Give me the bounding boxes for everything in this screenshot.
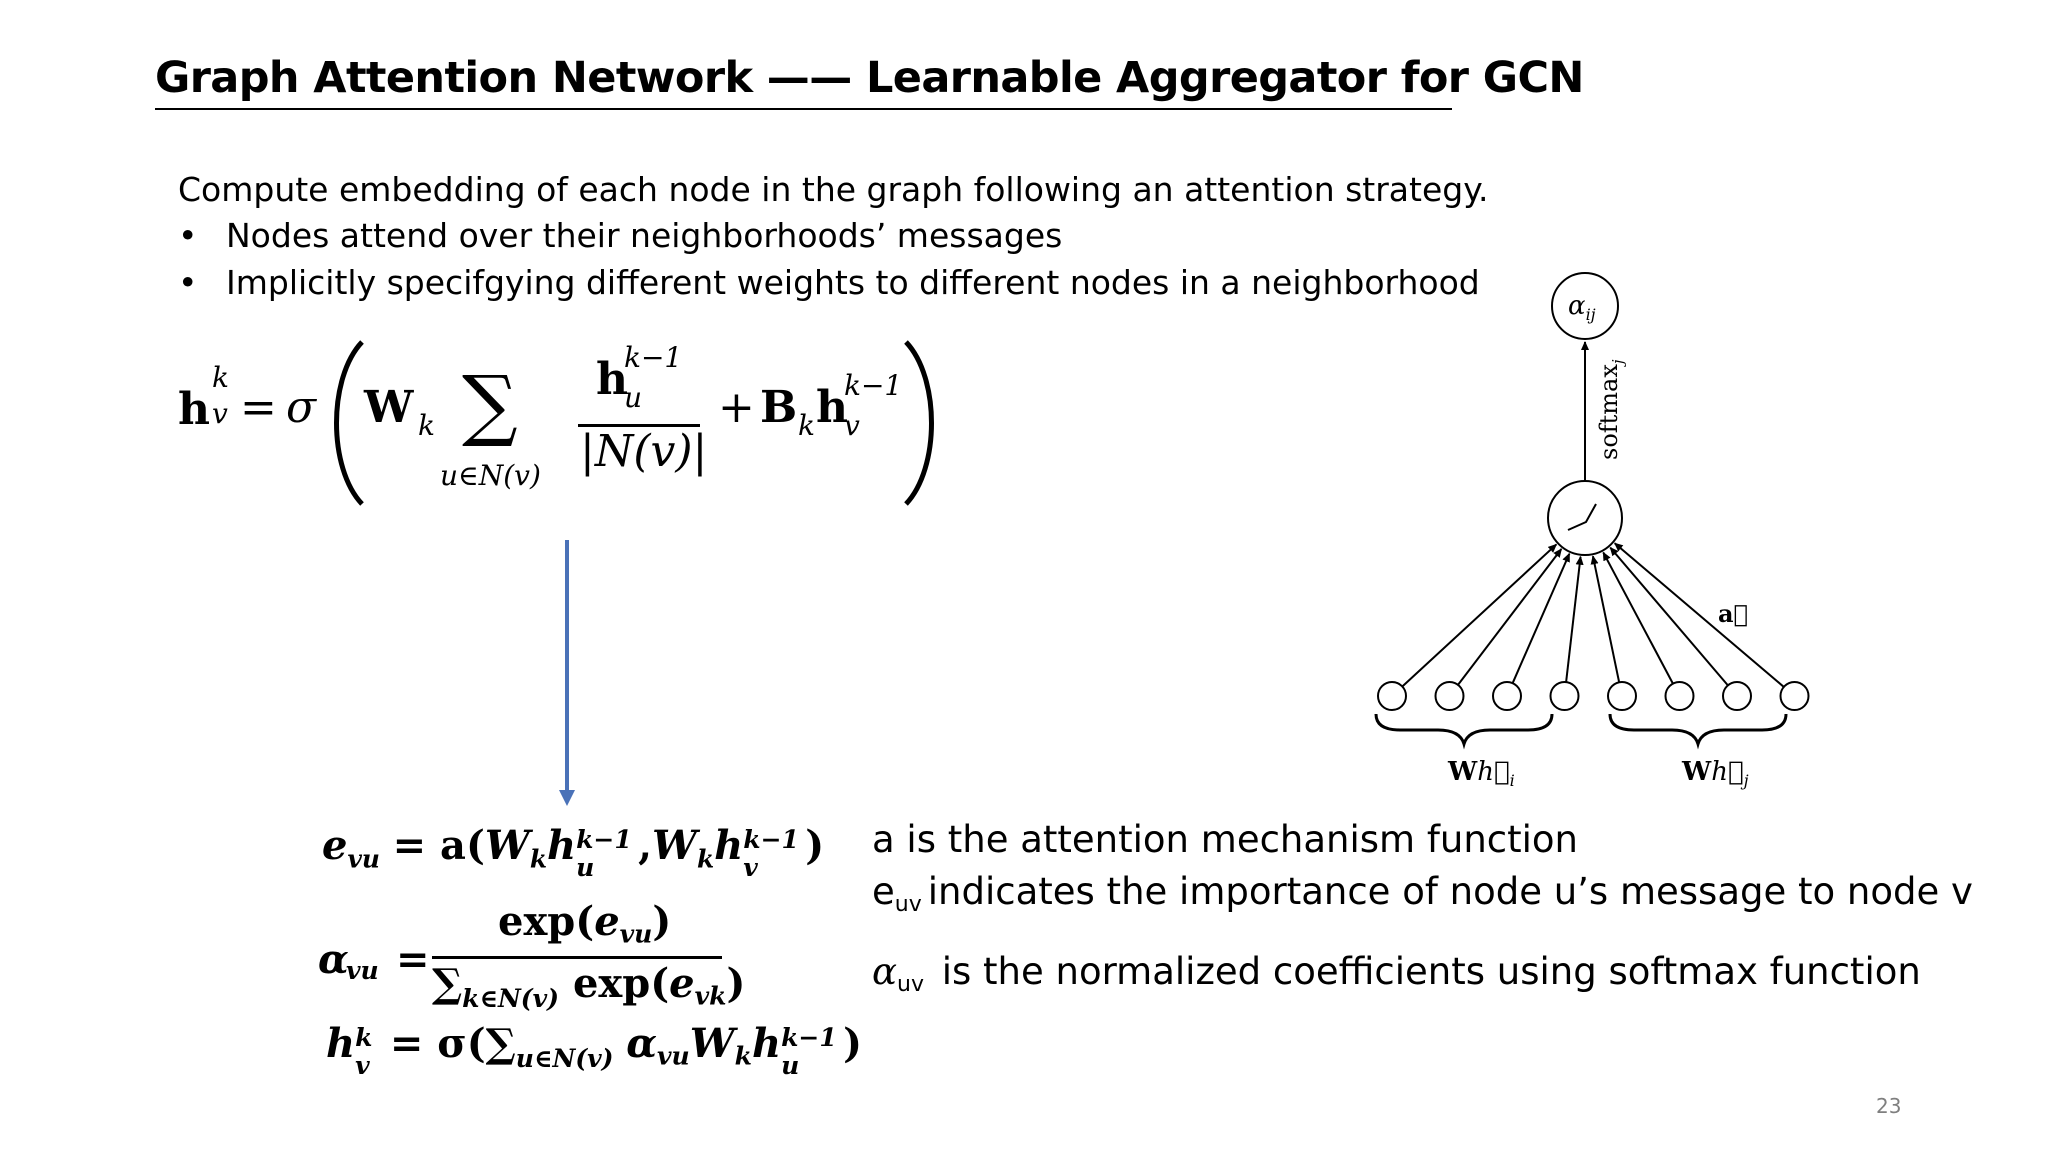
alpha-denominator: ∑k∈N(v) exp(evk) [432, 960, 746, 1013]
input-node [1492, 681, 1522, 711]
attention-vector-label: a⃗ [1718, 599, 1748, 628]
right-brace [1608, 713, 1788, 750]
fraction-bar [578, 424, 700, 427]
input-node [1549, 681, 1580, 711]
input-edge [1590, 555, 1621, 683]
left-paren [334, 340, 364, 506]
left-group-label: Wh⃗i [1447, 757, 1515, 790]
bullet-item: Implicitly specifgying different weights… [226, 263, 1480, 302]
bullet-item: Nodes attend over their neighborhoods’ m… [226, 216, 1063, 255]
output-node-label: αij [1568, 291, 1596, 324]
bias-sub: k [798, 409, 815, 442]
title-underline [155, 108, 1452, 110]
sum-subscript: u∈N(v) [440, 459, 541, 492]
bias-matrix: B [760, 382, 798, 433]
numerator-sup: k−1 [624, 341, 683, 374]
alpha-numerator: exp(evu) [498, 898, 672, 949]
alpha-fraction-bar [432, 956, 722, 959]
left-brace [1374, 713, 1554, 750]
tail-h: h [816, 382, 848, 433]
denominator: |N(v)| [580, 426, 708, 477]
gat-formula-alpha: α vu = exp(evu) ∑k∈N(v) exp(evk) [318, 898, 746, 1013]
weight-sub: k [418, 409, 435, 442]
transition-arrow [559, 540, 575, 806]
input-node [1434, 681, 1465, 711]
input-nodes [1377, 681, 1810, 711]
bullet-marker: • [178, 263, 198, 302]
desc-normalized-coefficients: αuv is the normalized coefficients using… [872, 950, 1921, 997]
sum-symbol: ∑ [462, 360, 518, 450]
arrow-head [559, 790, 575, 806]
input-edge [1602, 551, 1674, 685]
equals-sign: = [240, 382, 277, 433]
right-paren [904, 340, 934, 506]
input-node [1779, 681, 1810, 711]
input-node [1722, 681, 1752, 711]
input-edge [1401, 543, 1558, 688]
activation-icon [1567, 503, 1597, 531]
page-number: 23 [1876, 1094, 1902, 1118]
sigma-symbol: σ [286, 382, 317, 433]
attention-node [1547, 480, 1623, 556]
numerator-h: h [596, 354, 628, 405]
slide-title: Graph Attention Network —— Learnable Agg… [155, 53, 1584, 103]
numerator-sub: u [624, 381, 643, 414]
input-edge [1457, 548, 1563, 686]
output-node [1551, 272, 1619, 340]
input-node [1664, 681, 1695, 711]
softmax-label: softmaxj [1595, 359, 1627, 460]
intro-text: Compute embedding of each node in the gr… [178, 170, 1489, 209]
bullet-marker: • [178, 216, 198, 255]
weight-matrix: W [364, 382, 414, 433]
plus-sign: + [718, 382, 755, 433]
input-node [1607, 681, 1637, 711]
tail-sup: k−1 [844, 369, 903, 402]
tail-sub: v [844, 409, 860, 442]
desc-attention-function: a is the attention mechanism function [872, 818, 1578, 861]
attention-diagram: αij softmaxj a⃗ Wh⃗i Wh⃗j [1374, 272, 1810, 790]
input-edge [1609, 546, 1729, 687]
input-edge [1613, 542, 1785, 688]
input-edge [1565, 555, 1584, 683]
input-edges [1401, 542, 1785, 688]
input-edge [1511, 552, 1571, 684]
right-group-label: Wh⃗j [1681, 757, 1749, 790]
input-node [1377, 681, 1407, 711]
